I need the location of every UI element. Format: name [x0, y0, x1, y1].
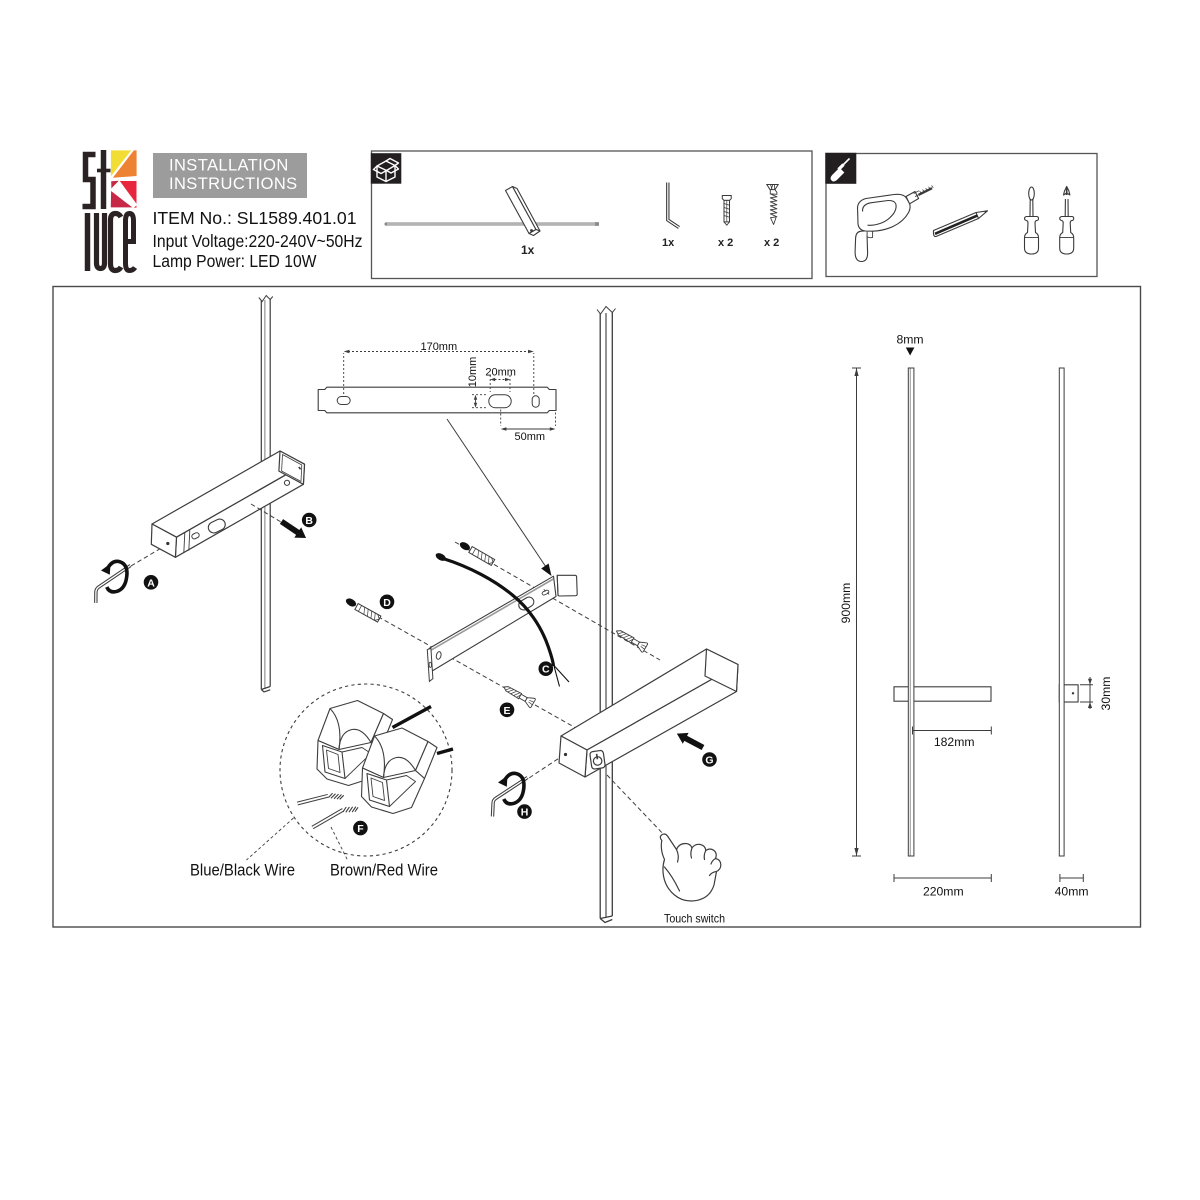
svg-text:1x: 1x — [662, 237, 675, 249]
svg-text:Touch switch: Touch switch — [664, 912, 725, 926]
svg-text:Brown/Red Wire: Brown/Red Wire — [330, 861, 438, 880]
svg-text:Lamp Power: LED 10W: Lamp Power: LED 10W — [153, 251, 317, 271]
svg-text:C: C — [542, 664, 550, 676]
svg-text:ITEM No.: SL1589.401.01: ITEM No.: SL1589.401.01 — [153, 208, 357, 228]
svg-text:40mm: 40mm — [1055, 885, 1089, 899]
svg-text:Blue/Black Wire: Blue/Black Wire — [190, 861, 295, 880]
svg-text:30mm: 30mm — [1099, 677, 1113, 711]
svg-text:A: A — [147, 577, 155, 589]
svg-text:220mm: 220mm — [923, 885, 964, 899]
svg-text:10mm: 10mm — [467, 357, 479, 388]
svg-text:182mm: 182mm — [934, 735, 975, 749]
svg-text:900mm: 900mm — [839, 583, 853, 624]
svg-text:E: E — [503, 705, 510, 717]
svg-text:INSTALLATION: INSTALLATION — [169, 157, 289, 175]
svg-text:H: H — [521, 807, 529, 819]
svg-text:G: G — [705, 755, 713, 767]
svg-text:D: D — [383, 597, 391, 609]
svg-text:x 2: x 2 — [764, 237, 779, 249]
svg-text:Input Voltage:220-240V~50Hz: Input Voltage:220-240V~50Hz — [153, 231, 363, 251]
svg-text:INSTRUCTIONS: INSTRUCTIONS — [169, 175, 298, 193]
svg-text:B: B — [305, 515, 313, 527]
svg-text:8mm: 8mm — [896, 333, 923, 347]
svg-text:170mm: 170mm — [420, 341, 457, 353]
svg-text:20mm: 20mm — [485, 367, 516, 379]
svg-text:F: F — [357, 823, 364, 835]
svg-text:50mm: 50mm — [515, 431, 546, 443]
svg-text:x 2: x 2 — [718, 237, 733, 249]
svg-text:1x: 1x — [521, 243, 535, 257]
